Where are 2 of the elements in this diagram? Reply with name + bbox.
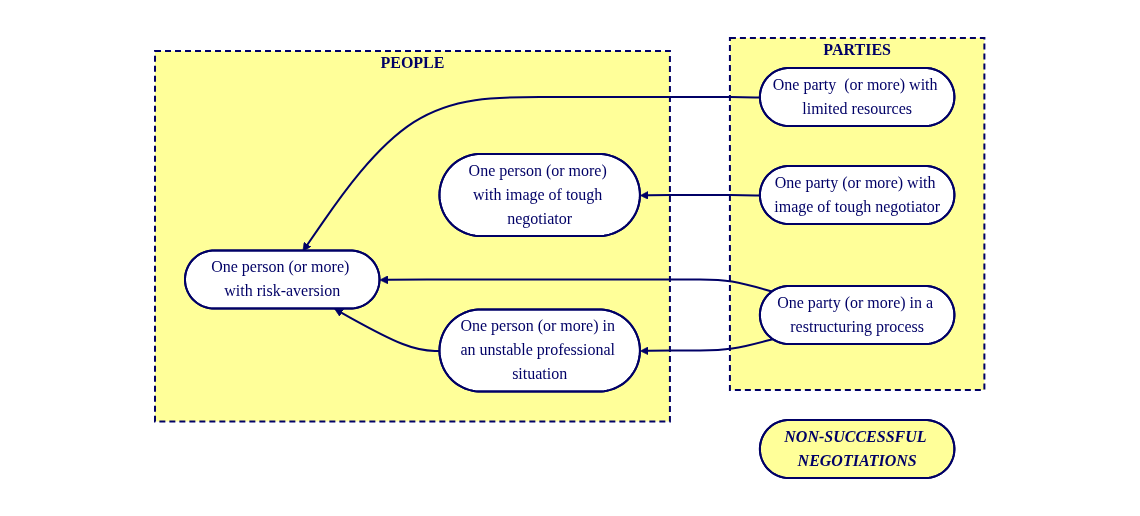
arrow <box>640 338 774 356</box>
arrow <box>379 275 774 293</box>
